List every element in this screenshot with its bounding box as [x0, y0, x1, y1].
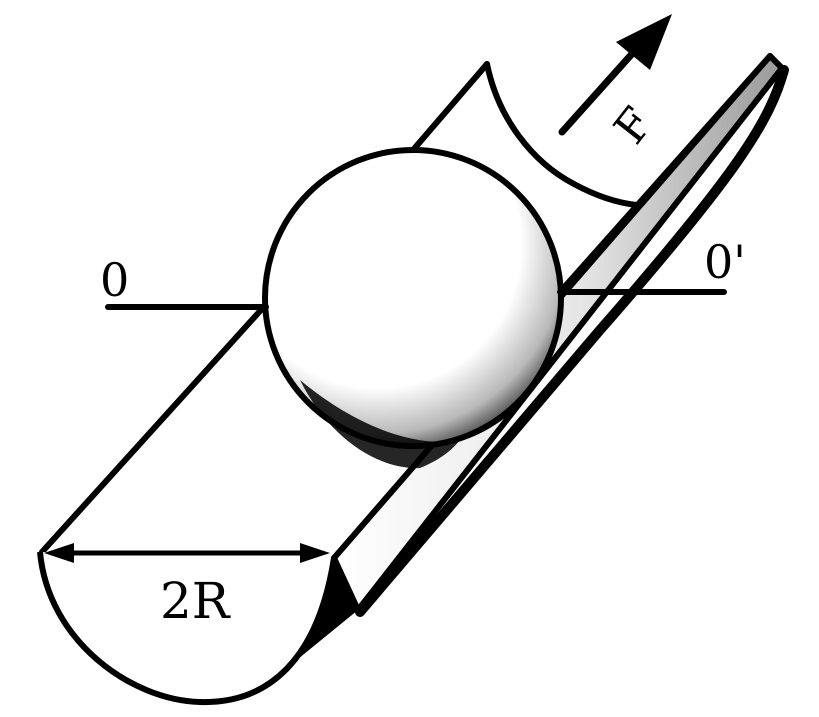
axis-end-label: 0' — [704, 235, 746, 289]
trough-near-rim-shading — [282, 558, 358, 672]
trough-far-end-curve — [484, 61, 640, 208]
axis-start-label: 0 — [100, 253, 129, 307]
diameter-label: 2R — [160, 572, 231, 630]
trough-back-edge — [39, 297, 273, 555]
trough-rim-inner-line — [557, 53, 773, 295]
diameter-arrowhead-right — [300, 543, 330, 563]
diameter-arrowhead-left — [44, 543, 74, 563]
ball — [262, 147, 564, 449]
trough-far-end-left-edge — [410, 61, 490, 153]
force-arrowhead — [616, 14, 672, 70]
force-label: F — [604, 98, 663, 153]
ball-contact-shadow — [300, 380, 460, 469]
